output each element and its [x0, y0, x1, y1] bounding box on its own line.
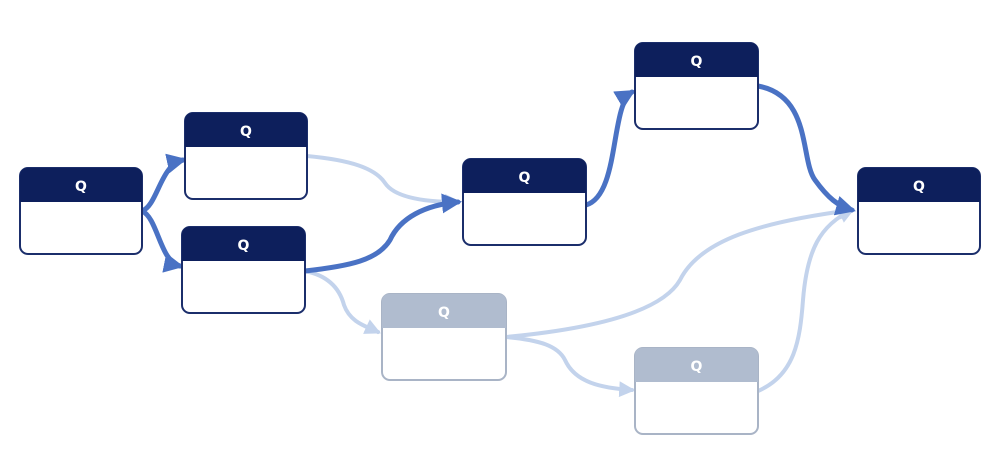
node-n2[interactable]: Q [184, 112, 308, 200]
node-label: Q [519, 170, 531, 186]
edge-n3-n4 [302, 193, 462, 274]
node-n5[interactable]: Q [634, 42, 759, 130]
edge-n4-n5 [583, 89, 636, 208]
node-header [858, 168, 980, 202]
node-header [182, 227, 305, 261]
edge-n7-n8 [504, 335, 636, 398]
node-label: Q [438, 305, 450, 321]
node-n8[interactable]: Q [634, 347, 759, 435]
edge-n8-n6 [756, 208, 855, 393]
node-label: Q [75, 179, 87, 195]
edge-n5-n6 [755, 83, 856, 216]
node-n3[interactable]: Q [181, 226, 306, 314]
edge-n1-n2 [139, 153, 187, 214]
node-header [463, 159, 586, 193]
node-label: Q [913, 179, 925, 195]
node-header [185, 113, 307, 147]
node-header [635, 43, 758, 77]
node-header [635, 348, 758, 382]
edge-n3-n7 [303, 269, 381, 334]
node-label: Q [238, 238, 250, 254]
nodes-layer: Q Q Q Q Q Q Q Q [19, 42, 981, 435]
node-label: Q [240, 124, 252, 140]
node-n6[interactable]: Q [857, 167, 981, 255]
edge-n2-n4 [305, 154, 462, 210]
node-n7[interactable]: Q [381, 293, 507, 381]
node-n1[interactable]: Q [19, 167, 143, 255]
node-n4[interactable]: Q [462, 158, 587, 246]
node-header [20, 168, 142, 202]
edge-n1-n3 [139, 208, 184, 273]
edge-n7-n6 [504, 203, 856, 339]
node-label: Q [691, 359, 703, 375]
node-label: Q [691, 54, 703, 70]
edges-layer [139, 83, 856, 398]
node-header [382, 294, 506, 328]
